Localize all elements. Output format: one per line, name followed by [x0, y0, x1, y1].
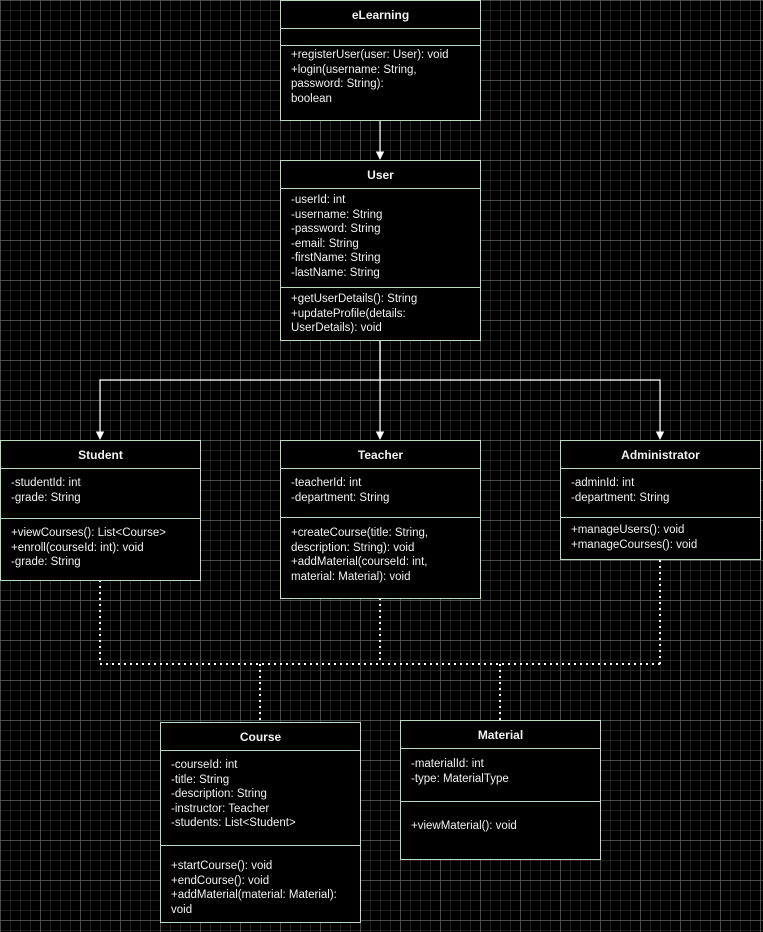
class-teacher-method: +addMaterial(courseId: int, — [291, 556, 428, 568]
class-administrator-method: +manageUsers(): void — [571, 524, 685, 536]
class-user-attribute: -userId: int — [291, 194, 346, 206]
class-user-attribute: -password: String — [291, 223, 381, 235]
class-material-attribute: -materialId: int — [411, 758, 484, 770]
class-course-attribute: -instructor: Teacher — [171, 802, 270, 815]
class-elearning-title: eLearning — [281, 1, 480, 29]
class-course-methods: +startCourse(): void +endCourse(): void … — [161, 845, 360, 921]
class-student-method: +viewCourses(): List<Course> — [11, 527, 166, 539]
class-elearning-method: +registerUser(user: User): void — [291, 49, 449, 61]
class-user-methods: +getUserDetails(): String +updateProfile… — [281, 287, 480, 340]
class-teacher-method: description: String): void — [291, 541, 415, 554]
user-to-administrator-arrow — [380, 379, 665, 440]
class-course-method: +endCourse(): void — [171, 874, 270, 887]
class-administrator-attributes: -adminId: int -department: String — [561, 469, 760, 517]
class-administrator-title: Administrator — [561, 441, 760, 469]
class-teacher-method: +createCourse(title: String, — [291, 527, 429, 539]
class-elearning-method: boolean — [291, 92, 332, 105]
class-course-method: void — [171, 903, 193, 916]
class-elearning-methods: +registerUser(user: User): void +login(u… — [281, 45, 480, 110]
class-administrator-attribute: -department: String — [571, 491, 670, 504]
class-course-method: +addMaterial(material: Material): — [171, 889, 337, 901]
class-course-attribute: -title: String — [171, 773, 230, 786]
class-student-attribute: -studentId: int — [11, 477, 81, 489]
class-course-attributes: -courseId: int -title: String -descripti… — [161, 751, 360, 845]
class-user-method: +getUserDetails(): String — [291, 293, 418, 305]
class-student-methods: +viewCourses(): List<Course> +enroll(cou… — [1, 518, 200, 574]
class-material-method: +viewMaterial(): void — [411, 820, 517, 832]
class-student-attribute: -grade: String — [11, 491, 81, 504]
class-student-method: -grade: String — [11, 556, 81, 568]
class-teacher-methods: +createCourse(title: String, description… — [281, 517, 480, 588]
class-administrator-methods: +manageUsers(): void +manageCourses(): v… — [561, 517, 760, 556]
class-teacher-method: material: Material): void — [291, 570, 411, 583]
class-user[interactable]: User -userId: int -username: String -pas… — [280, 160, 481, 341]
class-student-title: Student — [1, 441, 200, 469]
class-material-methods: +viewMaterial(): void — [401, 801, 600, 838]
class-course-title: Course — [161, 723, 360, 751]
class-student-attributes: -studentId: int -grade: String — [1, 469, 200, 518]
class-teacher-title: Teacher — [281, 441, 480, 469]
class-administrator[interactable]: Administrator -adminId: int -department:… — [560, 440, 761, 560]
class-user-title: User — [281, 161, 480, 189]
class-user-attribute: -email: String — [291, 237, 359, 250]
class-course-attribute: -description: String — [171, 788, 267, 800]
class-elearning-method: password: String): — [291, 78, 384, 90]
class-material-attributes: -materialId: int -type: MaterialType — [401, 749, 600, 801]
class-user-method: +updateProfile(details: — [291, 307, 406, 320]
class-material-attribute: -type: MaterialType — [411, 772, 509, 785]
class-user-attribute: -username: String — [291, 208, 383, 221]
class-user-attribute: -firstName: String — [291, 252, 381, 264]
class-administrator-attribute: -adminId: int — [571, 477, 635, 489]
class-material-title: Material — [401, 721, 600, 749]
class-course-method: +startCourse(): void — [171, 860, 273, 872]
class-course-attribute: -students: List<Student> — [171, 817, 296, 829]
class-course[interactable]: Course -courseId: int -title: String -de… — [160, 722, 361, 923]
class-administrator-method: +manageCourses(): void — [571, 538, 698, 551]
class-teacher-attribute: -department: String — [291, 491, 390, 504]
class-teacher[interactable]: Teacher -teacherId: int -department: Str… — [280, 440, 481, 599]
class-elearning-attributes — [281, 29, 480, 45]
class-teacher-attribute: -teacherId: int — [291, 477, 362, 489]
class-elearning[interactable]: eLearning +registerUser(user: User): voi… — [280, 0, 481, 121]
class-teacher-attributes: -teacherId: int -department: String — [281, 469, 480, 517]
class-course-attribute: -courseId: int — [171, 759, 238, 771]
class-student-method: +enroll(courseId: int): void — [11, 541, 144, 554]
class-student[interactable]: Student -studentId: int -grade: String +… — [0, 440, 201, 581]
user-to-student-arrow — [95, 340, 381, 440]
class-user-attributes: -userId: int -username: String -password… — [281, 189, 480, 287]
class-material[interactable]: Material -materialId: int -type: Materia… — [400, 720, 601, 860]
class-elearning-method: +login(username: String, — [291, 63, 417, 76]
class-user-method: UserDetails): void — [291, 322, 382, 334]
class-user-attribute: -lastName: String — [291, 266, 380, 279]
